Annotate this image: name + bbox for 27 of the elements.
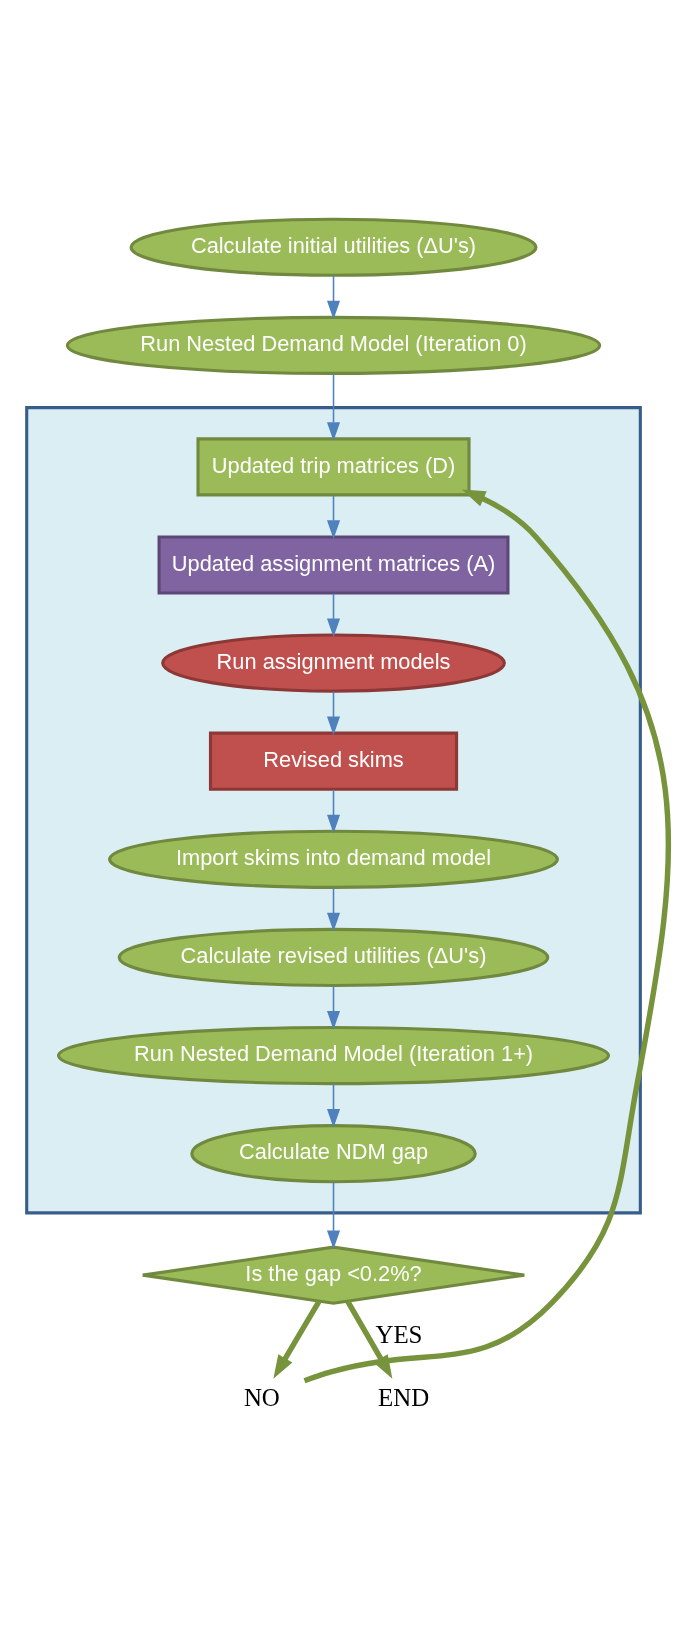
- arrow: [303, 488, 671, 1383]
- arrow: [326, 1082, 341, 1128]
- arrow: [326, 1180, 341, 1249]
- arrow: [326, 592, 341, 637]
- node-diamond: Is the gap <0.2%?: [141, 1245, 526, 1305]
- node-text: END: [378, 1383, 430, 1411]
- node-box: Updated assignment matrices (A): [157, 534, 510, 595]
- edge-label: YES: [375, 1320, 423, 1348]
- arrow: [326, 788, 341, 833]
- cluster: [25, 405, 642, 1214]
- arrow: [273, 1299, 322, 1379]
- node-ellipse: Run assignment models: [161, 633, 506, 693]
- arrow: [326, 690, 341, 735]
- node-box: Updated trip matrices (D): [196, 436, 471, 496]
- node-ellipse: Calculate revised utilities (ΔU's): [117, 927, 550, 987]
- node-text: NO: [243, 1383, 280, 1411]
- node-ellipse: Import skims into demand model: [108, 829, 559, 889]
- arrow: [326, 984, 341, 1030]
- arrow: [326, 886, 341, 932]
- arrow: [326, 372, 341, 441]
- arrow: [326, 274, 341, 319]
- node-ellipse: Run Nested Demand Model (Iteration 0): [65, 315, 602, 375]
- node-ellipse: Calculate NDM gap: [190, 1123, 477, 1183]
- node-box: Revised skims: [208, 731, 459, 791]
- node-ellipse: Calculate initial utilities (ΔU's): [129, 217, 538, 277]
- arrow: [326, 494, 341, 539]
- node-ellipse: Run Nested Demand Model (Iteration 1+): [56, 1025, 611, 1085]
